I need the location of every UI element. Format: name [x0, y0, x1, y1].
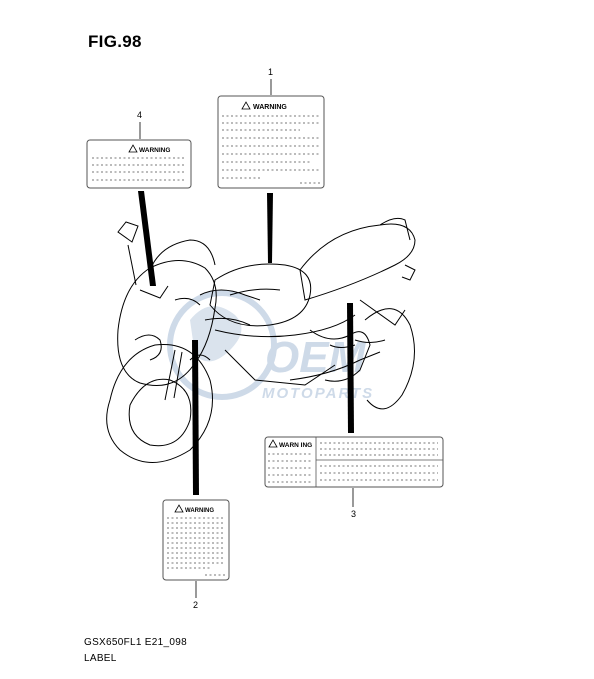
mirror-stem [127, 244, 137, 286]
motorcycle-drawing [106, 217, 416, 463]
tail-light [401, 264, 416, 281]
frame-rail [214, 314, 356, 338]
windscreen [149, 239, 216, 271]
fairing-vent [134, 334, 162, 361]
rear-wheel [364, 308, 415, 410]
mirror [117, 221, 139, 243]
fairing-lower [189, 354, 211, 361]
watermark: OEM MOTOPARTS [167, 290, 374, 402]
label-3-frame [264, 436, 444, 488]
label-4-frame [86, 139, 192, 189]
pointer-1 [267, 193, 273, 263]
pointer-2 [192, 340, 199, 495]
figure-title: FIG.98 [88, 32, 142, 51]
headlight [174, 297, 201, 306]
front-fork-r [173, 351, 183, 399]
label-3-warning-tire: WARN ING [264, 436, 444, 488]
model-code: GSX650FL1 E21_098 [84, 637, 187, 648]
label-4-text-lines [92, 157, 186, 181]
watermark-sub: MOTOPARTS [262, 385, 374, 402]
handlebar [199, 289, 261, 301]
label-4-warning-icon [128, 144, 138, 153]
label-1-warning-tank: WARNING [217, 95, 325, 189]
front-brake-disc [128, 378, 192, 447]
label-1-heading: WARNING [253, 104, 287, 111]
exhaust [289, 351, 381, 381]
label-2-frame [162, 499, 230, 581]
pointer-4 [138, 191, 156, 286]
label-3-text-lines [268, 442, 438, 483]
callout-4: 4 [137, 110, 142, 120]
label-1-text-lines [222, 115, 320, 184]
label-1-frame [217, 95, 325, 189]
tank-line [229, 288, 281, 296]
label-4-heading: WARNING [139, 147, 170, 154]
swingarm [359, 299, 406, 326]
muffler [354, 339, 386, 343]
front-fork [164, 349, 176, 401]
pointer-3 [347, 303, 354, 433]
callout-3: 3 [351, 509, 356, 519]
label-2-warning-icon [174, 504, 184, 513]
handlebar-clamp [204, 317, 251, 326]
label-2-text-lines [167, 517, 225, 576]
label-2-heading: WARNING [185, 508, 214, 514]
fuel-tank [209, 263, 312, 327]
callout-2: 2 [193, 600, 198, 610]
label-3-heading: WARN ING [279, 442, 312, 449]
fairing-detail [139, 285, 169, 299]
label-4-warning-fairing: WARNING [86, 139, 192, 189]
front-wheel [106, 343, 213, 463]
label-3-warning-icon [268, 439, 278, 448]
engine-case [309, 329, 371, 382]
callout-1: 1 [268, 67, 273, 77]
rear-cowl [379, 217, 411, 241]
seat [299, 223, 416, 301]
section-name: LABEL [84, 653, 117, 664]
label-1-warning-icon [241, 101, 251, 110]
label-2-warning-steering: WARNING [162, 499, 230, 581]
